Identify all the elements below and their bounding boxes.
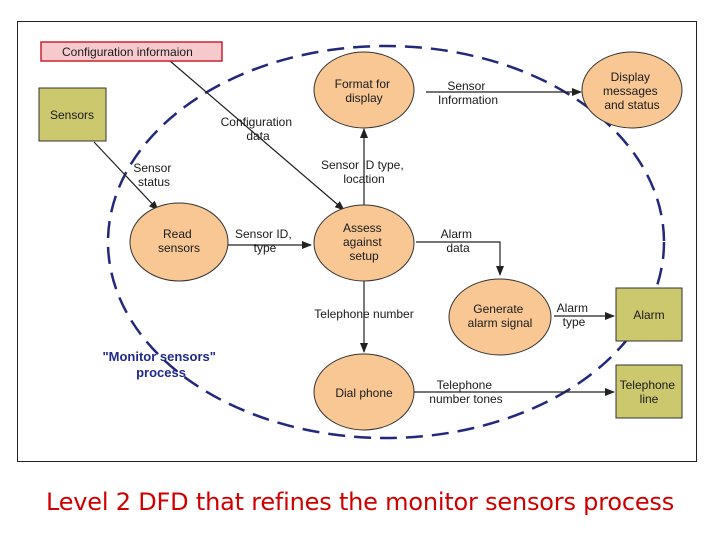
entity-telephone-line[interactable]: Telephone line [615,364,683,419]
entity-alarm-label: Alarm [633,308,664,322]
svg-text:Assess against: Assess against setup [343,221,385,263]
svg-text:Telephone line: Telephone line [620,378,679,406]
process-format-for-display[interactable]: Format for display [313,51,415,129]
svg-text:Sensor ID, type: Sensor ID, type [235,227,295,255]
flow-alarm-data-label: data [446,241,470,255]
flow-telephone-number-label: Telephone number [314,307,413,321]
process-assess-label: setup [349,249,379,263]
process-dial-phone[interactable]: Dial phone [313,353,415,431]
svg-text:Dial phone: Dial phone [335,386,393,400]
svg-text:Telephone number tones: Telephone number tones [429,378,502,406]
svg-text:"Monitor sensors" proces: "Monitor sensors" process [102,349,219,380]
svg-text:Format for display: Format for display [335,77,394,105]
svg-text:Sensor Information: Sensor Information [438,79,498,107]
flow-sensor-id-location-label: Sensor ID type, [321,158,404,172]
entity-sensors[interactable]: Sensors [38,87,107,142]
entity-telephone-line-label: Telephone [620,378,676,392]
process-assess-label: against [343,235,382,249]
process-generate-alarm-signal[interactable]: Generate alarm signal [448,278,552,356]
process-assess-against-setup[interactable]: Assess against setup [313,204,415,282]
process-assess-label: Assess [343,221,382,235]
process-format-label: display [345,91,382,105]
process-read-sensors-label: Read [163,227,192,241]
process-display-label: Display [611,70,650,84]
process-dial-label: Dial phone [335,386,393,400]
process-format-label: Format for [335,77,390,91]
flow-telephone-tones-label: number tones [429,392,502,406]
flow-alarm-type-label: Alarm [557,301,588,315]
boundary-label: process [136,365,186,380]
svg-text:Read sensors: Read sensors [158,227,200,255]
process-display-label: and status [604,98,659,112]
svg-text:Display messages: Display messages and status [603,70,661,112]
flow-sensor-info-label: Information [438,93,498,107]
boundary-label: "Monitor sensors" [102,349,215,364]
entity-sensors-label: Sensors [50,108,94,122]
process-display-messages[interactable]: Display messages and status [581,51,683,129]
flow-config-data-label: data [246,129,270,143]
diagram-frame: Configuration informaion Sensors Alarm T… [17,21,697,462]
process-display-label: messages [603,84,658,98]
svg-text:Telephone number: Telephone number [314,307,413,321]
flow-config-data-arrow [169,60,345,211]
svg-text:Sensor ID type, location: Sensor ID type, location [321,158,407,186]
flow-sensor-info-label: Sensor [447,79,485,93]
flow-sensor-status-arrow [93,141,159,211]
process-read-sensors-label: sensors [158,241,200,255]
flow-telephone-tones-label: Telephone [437,378,493,392]
svg-text:Sensors: Sensors [50,108,94,122]
process-generate-label: Generate [473,302,523,316]
process-read-sensors[interactable]: Read sensors [129,202,229,282]
svg-text:Alarm: Alarm [633,308,664,322]
svg-text:Sensor status: Sensor status [133,161,174,189]
flow-sensor-id-type-label: type [254,241,277,255]
entity-alarm[interactable]: Alarm [615,287,683,342]
flow-alarm-type-label: type [563,315,586,329]
svg-text:Alarm type: Alarm type [557,301,592,329]
slide-caption: Level 2 DFD that refines the monitor sen… [45,488,674,516]
entity-telephone-line-label: line [640,392,659,406]
process-boundary [106,44,666,440]
flow-sensor-id-type-label: Sensor ID, [235,227,292,241]
svg-text:Configuration data: Configuration data [221,115,296,143]
svg-text:Generate alarm signal: Generate alarm signal [468,302,533,330]
flow-alarm-data-arrow [416,241,504,276]
svg-text:Alarm data: Alarm data [441,227,476,255]
dfd-diagram: Configuration informaion Sensors Alarm T… [38,41,683,440]
configuration-store-label: Configuration informaion [62,45,193,59]
flow-sensor-status-label: status [138,175,170,189]
process-generate-label: alarm signal [468,316,533,330]
flow-config-data-label: Configuration [221,115,292,129]
flow-alarm-data-label: Alarm [441,227,472,241]
flow-sensor-status-label: Sensor [133,161,171,175]
configuration-store[interactable]: Configuration informaion [40,41,223,62]
flow-sensor-id-location-label: location [343,172,384,186]
